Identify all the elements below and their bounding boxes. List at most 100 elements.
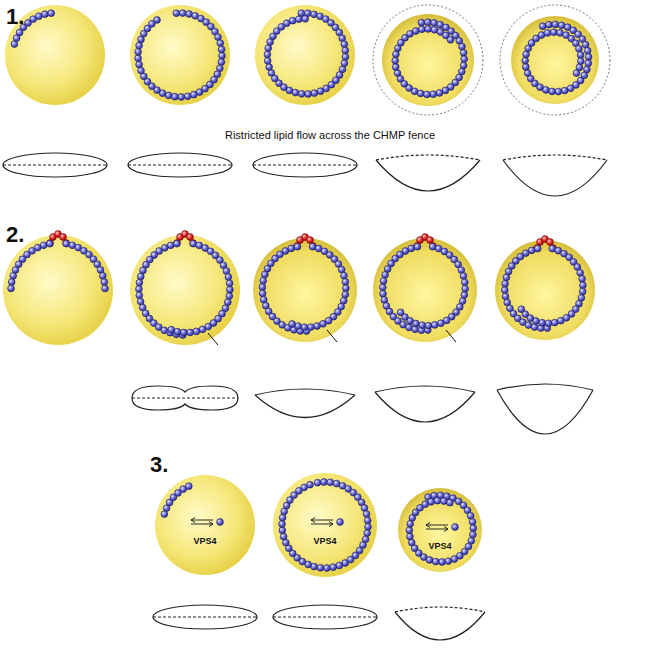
chmp-bead: [311, 90, 318, 97]
chmp-bead: [428, 498, 435, 505]
chmp-bead: [314, 323, 321, 330]
chmp-bead: [314, 479, 321, 486]
chmp-bead: [264, 51, 271, 58]
chmp-bead: [179, 10, 186, 17]
chmp-bead: [225, 274, 232, 281]
chmp-bead: [412, 28, 419, 35]
chmp-bead: [136, 286, 143, 293]
chmp-bead: [522, 64, 529, 71]
chmp-bead: [174, 328, 181, 335]
chmp-bead: [136, 292, 143, 299]
chmp-bead: [342, 47, 349, 54]
chmp-bead: [524, 70, 531, 77]
membrane-disc: [155, 475, 255, 575]
chmp-bead: [136, 279, 143, 286]
chmp-bead: [461, 279, 468, 286]
leader-line: [446, 330, 456, 342]
chmp-bead: [219, 52, 226, 59]
chmp-bead: [136, 61, 143, 68]
chmp-bead: [302, 15, 309, 22]
chmp-bead: [184, 93, 191, 100]
membrane-disc: [398, 488, 482, 572]
chmp-bead: [323, 565, 330, 572]
membrane-disc: [253, 238, 357, 342]
chmp-bead: [424, 91, 431, 98]
chmp-bead: [582, 41, 589, 48]
chmp-bead: [425, 322, 432, 329]
chmp-bead: [279, 521, 286, 528]
chmp-bead: [266, 64, 273, 71]
chmp-bead: [138, 67, 145, 74]
chmp-bead: [342, 54, 349, 61]
chmp-bead: [295, 16, 302, 23]
chmp-bead: [585, 60, 592, 67]
membrane-disc: [130, 5, 230, 105]
panel-number: 2.: [6, 222, 24, 248]
chmp-bead: [380, 278, 387, 285]
chmp-bead: [461, 56, 468, 63]
chmp-bead: [265, 45, 272, 52]
chmp-bead: [525, 322, 532, 329]
panel-number: 1.: [6, 4, 24, 30]
chmp-bead: [259, 284, 266, 291]
chmp-bead: [561, 87, 568, 94]
chmp-bead: [307, 324, 314, 331]
chmp-bead: [445, 558, 452, 565]
chmp-bead: [460, 62, 467, 69]
chmp-bead: [361, 505, 368, 512]
chmp-bead: [579, 275, 586, 282]
chmp-bead: [502, 280, 509, 287]
chmp-bead: [430, 91, 437, 98]
chmp-bead: [545, 320, 552, 327]
chmp-bead: [438, 320, 445, 327]
chmp-bead: [199, 326, 206, 333]
chmp-bead: [503, 274, 510, 281]
chmp-bead: [137, 273, 144, 280]
chmp-bead: [279, 527, 286, 534]
chmp-bead: [379, 284, 386, 291]
chmp-bead: [429, 243, 436, 250]
chmp-bead: [392, 57, 399, 64]
chmp-bead: [289, 17, 296, 24]
vps4-arrow: [191, 522, 213, 527]
chmp-bead: [539, 23, 546, 30]
membrane-disc: [511, 16, 599, 104]
vps4-arrow: [311, 522, 333, 527]
chmp-bead: [190, 91, 197, 98]
chmp-bead: [363, 511, 370, 518]
chmp-bead: [217, 519, 224, 526]
chmp-bead: [393, 51, 400, 58]
chmp-bead: [579, 288, 586, 295]
membrane-disc: [255, 5, 355, 105]
chmp-bead: [342, 278, 349, 285]
chmp-bead: [451, 556, 458, 563]
chmp-bead: [460, 273, 467, 280]
chmp-bead: [301, 324, 308, 331]
chmp-bead: [552, 21, 559, 28]
chmp-bead: [580, 282, 587, 289]
chmp-bead: [342, 291, 349, 298]
chmp-bead: [180, 329, 187, 336]
chmp-bead: [227, 286, 234, 293]
chmp-bead: [336, 562, 343, 569]
chmp-bead: [365, 523, 372, 530]
chmp-bead: [321, 479, 328, 486]
chmp-bead: [217, 40, 224, 47]
chmp-bead: [168, 326, 175, 333]
chmp-bead: [218, 59, 225, 66]
chmp-bead: [305, 91, 312, 98]
vps4-arrow: [426, 527, 448, 532]
panel-number: 3.: [150, 452, 168, 478]
chmp-bead: [364, 530, 371, 537]
chmp-bead: [311, 11, 318, 18]
chmp-bead: [585, 54, 592, 61]
chmp-bead: [341, 272, 348, 279]
chmp-bead: [459, 43, 466, 50]
chmp-bead: [436, 90, 443, 97]
chmp-bead: [469, 519, 476, 526]
chmp-bead: [439, 559, 446, 566]
chmp-bead: [539, 319, 546, 326]
chmp-bead: [178, 94, 185, 101]
